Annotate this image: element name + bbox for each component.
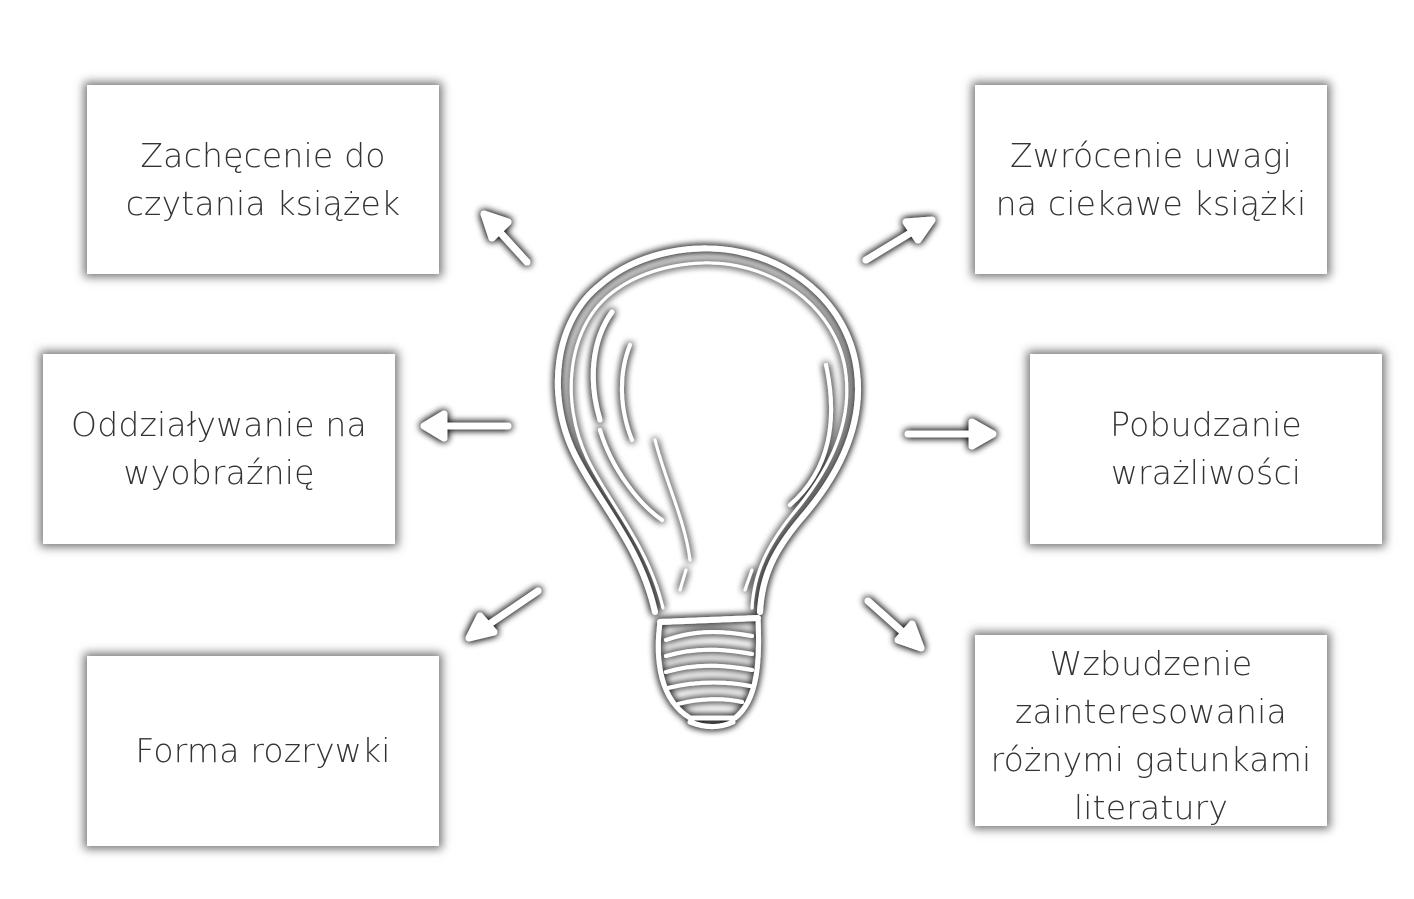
box-bottom-right-label: Wzbudzenie zainteresowania różnymi gatun… bbox=[990, 644, 1312, 826]
box-top-left: Zachęcenie do czytania książek bbox=[87, 85, 439, 274]
box-bottom-right: Wzbudzenie zainteresowania różnymi gatun… bbox=[975, 635, 1327, 826]
lightbulb-icon bbox=[554, 245, 861, 729]
arrow-middle-right bbox=[904, 418, 997, 450]
box-top-right: Zwrócenie uwagi na ciekawe książki bbox=[975, 85, 1327, 274]
box-middle-right-label: Pobudzanie wrażliwości bbox=[1110, 405, 1302, 492]
box-top-left-label: Zachęcenie do czytania książek bbox=[125, 135, 401, 223]
box-bottom-left-label: Forma rozrywki bbox=[135, 731, 391, 770]
box-middle-left: Oddziaływanie na wyobraźnię bbox=[43, 354, 395, 544]
arrow-icon bbox=[420, 210, 997, 652]
arrow-middle-left bbox=[420, 410, 512, 442]
box-bottom-left: Forma rozrywki bbox=[87, 656, 439, 846]
box-middle-left-label: Oddziaływanie na wyobraźnię bbox=[71, 405, 367, 492]
arrow-bottom-left bbox=[465, 587, 542, 642]
arrow-top-right bbox=[862, 216, 936, 264]
box-top-right-label: Zwrócenie uwagi na ciekawe książki bbox=[995, 135, 1307, 223]
arrow-bottom-right bbox=[864, 597, 925, 652]
box-middle-right: Pobudzanie wrażliwości bbox=[1030, 354, 1382, 544]
arrow-top-left bbox=[480, 210, 531, 266]
